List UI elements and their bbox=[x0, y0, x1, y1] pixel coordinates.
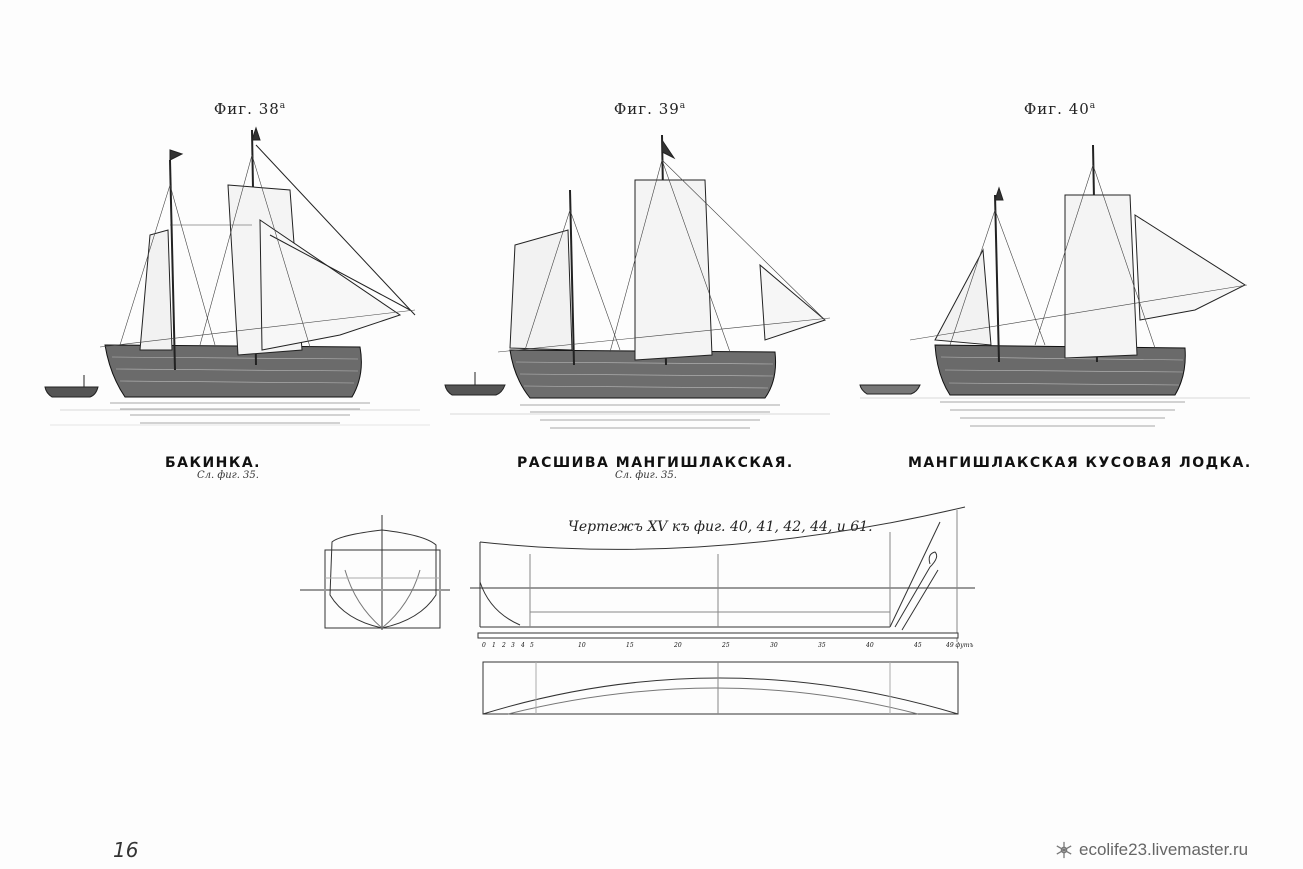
scale-tick-labels: 0 1 2 3 4 5 10 15 20 25 30 35 40 45 49 ф… bbox=[480, 642, 990, 654]
ref-rasshiva: Сл. фиг. 35. bbox=[615, 470, 677, 481]
scale-tick: 45 bbox=[914, 642, 922, 649]
figure-38-label: Фиг. 38а bbox=[213, 100, 287, 118]
watermark-text: ecolife23.livemaster.ru bbox=[1079, 840, 1249, 859]
watermark: ecolife23.livemaster.ru bbox=[1055, 840, 1248, 860]
scale-tick: 5 bbox=[530, 642, 534, 649]
figure-39-label: Фиг. 39а bbox=[613, 100, 687, 118]
ship-kusovaya-lodka-illustration bbox=[859, 144, 1250, 427]
scale-tick: 1 bbox=[492, 642, 496, 649]
caption-bakinka: БАКИНКА. bbox=[165, 455, 261, 471]
scale-tick: 35 bbox=[818, 642, 826, 649]
scale-tick: 10 bbox=[578, 642, 586, 649]
page-number: 16 bbox=[113, 838, 139, 862]
scale-tick: 2 bbox=[502, 642, 506, 649]
caption-kusovaya-lodka: МАНГИШЛАКСКАЯ КУСОВАЯ ЛОДКА. bbox=[908, 455, 1252, 471]
hull-side-profile-drawing bbox=[470, 506, 975, 642]
scale-tick: 20 bbox=[674, 642, 682, 649]
scale-tick: 15 bbox=[626, 642, 634, 649]
drawing-title: Чертежъ XV къ фиг. 40, 41, 42, 44, и 61. bbox=[568, 519, 873, 535]
hull-cross-section-drawing bbox=[300, 515, 450, 630]
scale-tick: 49 футъ bbox=[946, 642, 974, 649]
figure-40-label: Фиг. 40а bbox=[1023, 100, 1097, 118]
scale-tick: 3 bbox=[511, 642, 515, 649]
scale-tick: 4 bbox=[521, 642, 525, 649]
ship-rasshiva-illustration bbox=[444, 134, 831, 429]
scale-tick: 40 bbox=[866, 642, 874, 649]
scale-tick: 0 bbox=[482, 642, 486, 649]
snowflake-icon bbox=[1056, 841, 1072, 859]
scale-tick: 30 bbox=[770, 642, 778, 649]
scale-tick: 25 bbox=[722, 642, 730, 649]
hull-plan-view-drawing bbox=[482, 661, 959, 715]
caption-rasshiva: РАСШИВА МАНГИШЛАКСКАЯ. bbox=[517, 455, 794, 471]
ship-bakinka-illustration bbox=[44, 126, 430, 426]
ref-bakinka: Сл. фиг. 35. bbox=[197, 470, 259, 481]
